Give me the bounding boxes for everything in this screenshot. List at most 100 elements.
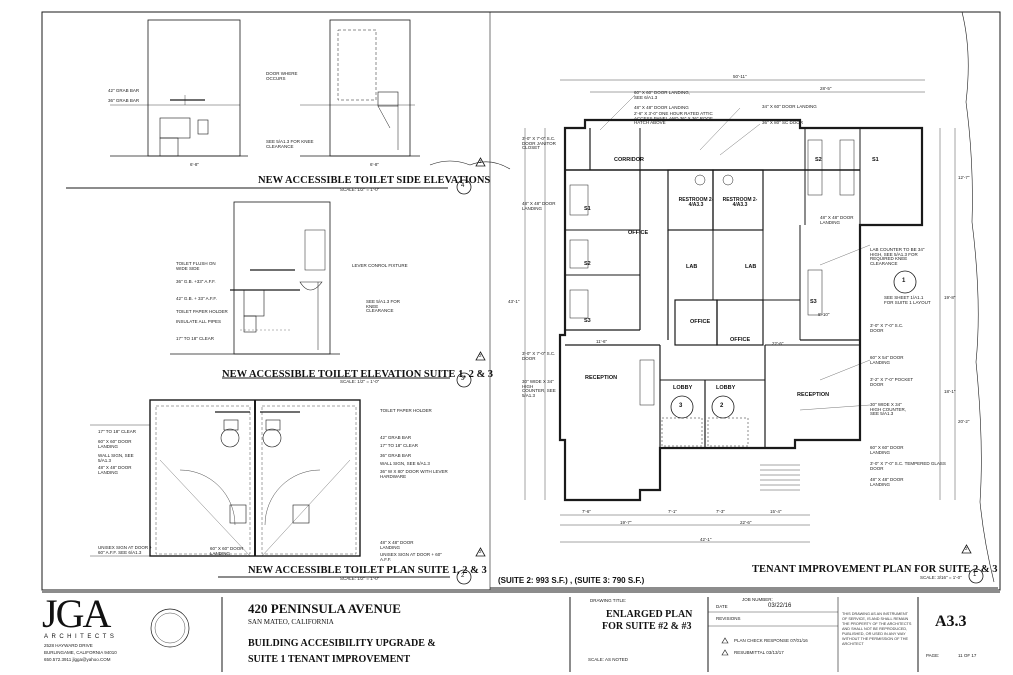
note: 30" WIDE X 34" HIGH COUNTER, SEE 5/A1.3 [870,402,906,416]
room-label: S3 [810,299,817,305]
note: 42" G.B. + 33" A.F.F. [176,296,217,301]
note: 60" X 60" DOOR LANDING [98,439,132,449]
note: DOOR WHERE OCCURS [266,71,298,81]
dim: 28'-5" [820,86,832,91]
revision-entry: RESUBMITTAL 03/13/17 [734,650,784,655]
plan-suite-drawing [90,399,450,578]
note: TOILET PAPER HOLDER [380,408,432,413]
plan-suite-ref: 2 [479,549,482,554]
note: SEE SHEET 1/A1.1 FOR SUITE 1 LAYOUT [884,295,931,305]
room-label: LAB [686,264,698,270]
side-elevations-number: 4 [461,183,465,189]
note: LEVER CONROL FIXTURE [352,263,408,268]
revision-entry: PLAN CHECK RESPONSE 07/01/16 [734,638,808,643]
note: 30" WIDE X 34" HIGH COUNTER, SEE 5/A1.3 [522,379,556,398]
dim: 7'-1" [668,509,677,514]
elevation-suite-scale: SCALE: 1/2" = 1'-0" [340,379,380,384]
project-name: 420 PENINSULA AVENUE [248,601,401,616]
note: WALL SIGN, SEE 6/A1.3 [380,461,430,466]
note: 60" X 54" DOOR LANDING [870,355,904,365]
dim: 7'-3" [716,509,725,514]
dim: 6'-8" [370,162,379,167]
tenant-plan-ref: 2 [965,546,968,551]
date-label: DATE [716,604,728,609]
note: 48" X 48" DOOR LANDING [98,465,132,475]
revisions-label: REVISIONS [716,616,741,621]
dim: 50'-11" [733,74,747,79]
room-label: LAB [745,264,757,270]
firm-logo: JGA [42,591,111,636]
elevation-suite-ref: 2 [479,353,482,358]
elevation-suite-title: NEW ACCESSIBLE TOILET ELEVATION SUITE 1,… [222,369,494,380]
dim: 19'-8" [944,295,956,300]
note: 48" X 48" DOOR LANDING [820,215,854,225]
drawing-title: FOR SUITE #2 & #3 [602,621,692,632]
copyright-note: THIS DRAWING AS AN INSTRUMENT OF SERVICE… [842,612,912,646]
project-desc: BUILDING ACCESIBILITY UPGRADE & [248,638,436,649]
note: 48" X 48" DOOR LANDING [522,201,556,211]
firm-name: ARCHITECTS [44,634,118,640]
note: 36" GRAB BAR [108,98,140,103]
side-elevations-ref: 2 [479,159,482,164]
note: INSULATE ALL PIPES [176,319,222,324]
suite-areas: (SUITE 2: 993 S.F.) , (SUITE 3: 790 S.F.… [498,576,645,585]
dim: 11'-6" [596,339,608,344]
note: UNISEX SIGN AT DOOR + 60" A.F.F. SEE 6/A… [98,545,152,555]
room-label: S3 [584,318,591,324]
note: 60" X 60" DOOR LANDING, SEE 6/A1.3 [634,90,690,100]
note: 17" TO 18" CLEAR [176,336,215,341]
note: 48" X 48" DOOR LANDING [380,540,414,550]
room-label: OFFICE [628,230,649,236]
room-label: RECEPTION [797,392,830,398]
dim: 6'-8" [190,162,199,167]
room-label: S1 [584,206,591,212]
suite1-marker: 1 [902,278,906,284]
note: 60" X 60" DOOR LANDING [870,445,904,455]
room-label: LOBBY [673,385,693,391]
room-label: OFFICE [730,337,751,343]
note: 17" TO 18" CLEAR [98,429,137,434]
note: 17" TO 18" CLEAR [380,443,419,448]
note: UNISEX SIGN AT DOOR + 60" A.F.F. [380,552,442,562]
side-elevations-title: NEW ACCESSIBLE TOILET SIDE ELEVATIONS [258,175,491,186]
lobby-marker: 3 [679,403,683,409]
plan-suite-title: NEW ACCESSIBLE TOILET PLAN SUITE 1, 2 & … [248,565,487,576]
note: 36" G.B. +33" A.F.F. [176,279,216,284]
elevation-suite-number: 3 [461,376,465,382]
side-elevations-drawing [66,19,448,189]
note: TOILET PAPER HOLDER [176,309,228,314]
note: 3'-0" X 7'-0" S.C. DOOR JANITOR CLOSET [522,136,556,150]
dim: 22'-6" [772,341,784,346]
tenant-plan-number: 1 [973,572,977,578]
drawing-title-label: DRAWING TITLE: [590,598,627,603]
note: 3'-0" X 7'-0" S.C. DOOR [522,351,556,361]
tenant-plan-scale: SCALE: 3/16" = 1'-0" [920,575,962,580]
room-label: LOBBY [716,385,736,391]
note: 36" X 80" SC DOOR [762,120,803,125]
firm-address-line: 650.572.3911 jlgga@yahoo.COM [44,657,111,662]
sheet-number: A3.3 [935,613,967,630]
note: 34" X 60" DOOR LANDING [762,104,817,109]
dim: 15'-4" [770,509,782,514]
page-label: PAGE: [926,653,940,658]
date-value: 03/22/16 [768,603,792,609]
tenant-plan-title: TENANT IMPROVEMENT PLAN FOR SUITE 2 & 3 [752,564,998,575]
job-number-label: JOB NUMBER: [742,597,773,602]
note: 48" X 48" DOOR LANDING [634,105,689,110]
page-value: 11 OF 17 [958,653,977,658]
dim: 43'-1" [508,299,520,304]
note: 60" X 60" DOOR LANDING [210,546,244,556]
note: 3'-2" X 7'-0" POCKET DOOR [870,377,914,387]
dim: 19'-7" [620,520,632,525]
firm-address-line: 2528 HAYWARD DRIVE [44,643,93,648]
room-label: S2 [584,261,591,267]
note: 3'-0" X 7'-0" S.C. DOOR [870,323,904,333]
dim: 18'-1" [944,389,956,394]
room-label: RESTROOM 2-4/A3.3 [678,197,714,208]
note: 42" GRAB BAR [380,435,412,440]
dim: 7'-6" [582,509,591,514]
dim: 42'-1" [700,537,712,542]
dim: 12'-7" [958,175,970,180]
